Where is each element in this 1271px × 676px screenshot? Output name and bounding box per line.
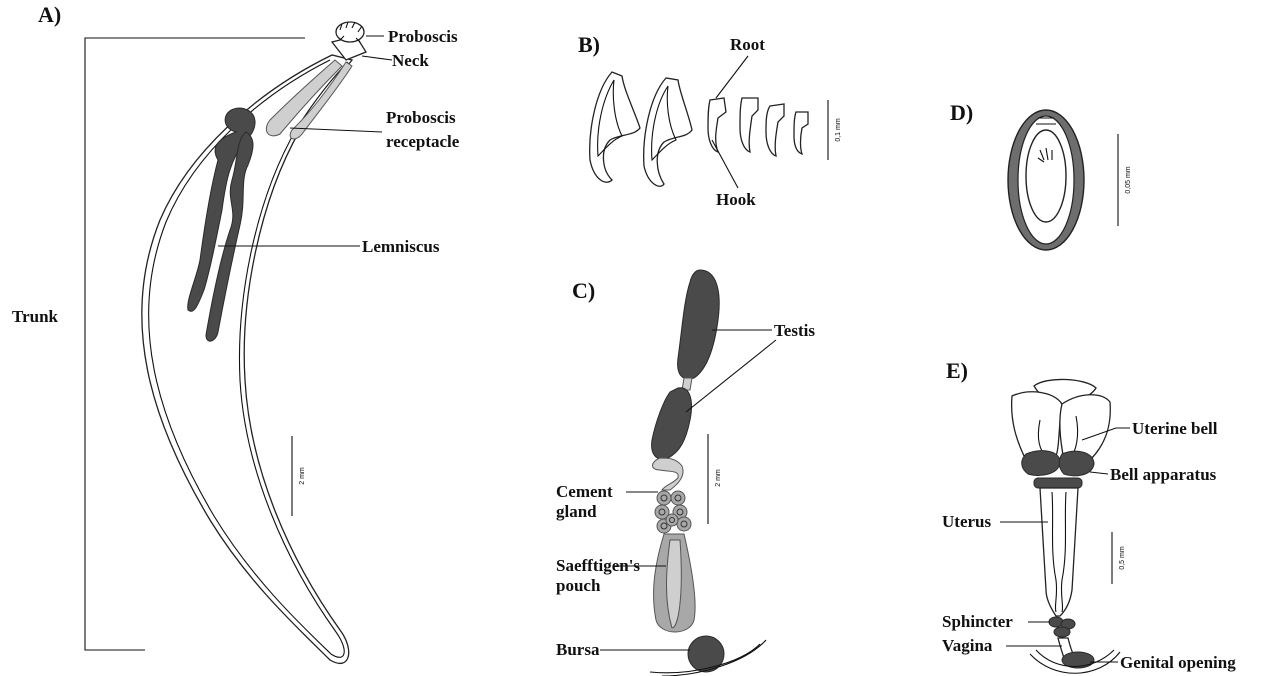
uterine-bell-left [1012, 392, 1062, 460]
sphincter-lower [1054, 627, 1070, 637]
bell-apparatus-right [1059, 451, 1094, 476]
bell-apparatus-ring [1034, 478, 1082, 488]
proboscis-label: Proboscis [388, 27, 458, 46]
scale-a-label: 2 mm [299, 467, 306, 485]
sperm-duct [653, 458, 684, 490]
hook-small-1 [708, 98, 726, 152]
testis-posterior [652, 388, 692, 459]
bell-apparatus-left [1022, 451, 1060, 476]
bell-apparatus-leader [1090, 472, 1108, 474]
cement-gland-label-line2: gland [556, 502, 597, 521]
lemniscus-label: Lemniscus [362, 237, 440, 256]
cement-gland-label-line1: Cement [556, 482, 613, 501]
hook-label: Hook [716, 190, 756, 209]
hook-leader [712, 140, 738, 188]
panel-e: E) Uterine bell Bell apparatus Uter [942, 358, 1236, 673]
panel-a-label: A) [38, 2, 61, 27]
scale-d-label: 0,05 mm [1125, 166, 1132, 193]
neck-leader [362, 56, 392, 60]
bell-apparatus-label: Bell apparatus [1110, 465, 1217, 484]
testis-anterior [678, 270, 720, 379]
sphincter-label: Sphincter [942, 612, 1013, 631]
uterine-bell-label: Uterine bell [1132, 419, 1218, 438]
uterus [1040, 488, 1078, 616]
cement-gland [655, 491, 691, 533]
testis-label: Testis [774, 321, 815, 340]
panel-d: D) 0,05 mm [950, 100, 1132, 250]
hook-small-4 [794, 112, 808, 154]
saefftigens-pouch-label-line2: pouch [556, 576, 601, 595]
genital-opening-label: Genital opening [1120, 653, 1236, 672]
panel-e-label: E) [946, 358, 968, 383]
proboscis-receptacle-label-line2: receptacle [386, 132, 460, 151]
bursa-label: Bursa [556, 640, 600, 659]
proboscis [336, 22, 364, 42]
trunk-label: Trunk [12, 307, 59, 326]
root-leader [716, 56, 748, 98]
proboscis-receptacle-label-line1: Proboscis [386, 108, 456, 127]
egg-acanthor [1026, 130, 1066, 222]
scale-e-label: 0,5 mm [1119, 546, 1126, 570]
neck-label: Neck [392, 51, 429, 70]
vagina-label: Vagina [942, 636, 993, 655]
saefftigens-pouch-label-line1: Saefftigen's [556, 556, 640, 575]
hook-large-1 [590, 72, 640, 182]
uterine-bell-right [1060, 395, 1110, 460]
panel-b-label: B) [578, 32, 600, 57]
hook-small-3 [766, 104, 784, 156]
uterus-label: Uterus [942, 512, 991, 531]
panel-a: A) Trunk Proboscis Neck Proboscis recept… [12, 2, 460, 663]
panel-c: C) Testis Cement gland [556, 270, 815, 676]
panel-d-label: D) [950, 100, 973, 125]
scale-b-label: 0,1 mm [835, 118, 842, 142]
scale-c-label: 2 mm [715, 469, 722, 487]
root-label: Root [730, 35, 765, 54]
hook-small-2 [740, 98, 758, 152]
panel-c-label: C) [572, 278, 595, 303]
panel-b: B) Root Hook 0,1 mm [578, 32, 842, 209]
